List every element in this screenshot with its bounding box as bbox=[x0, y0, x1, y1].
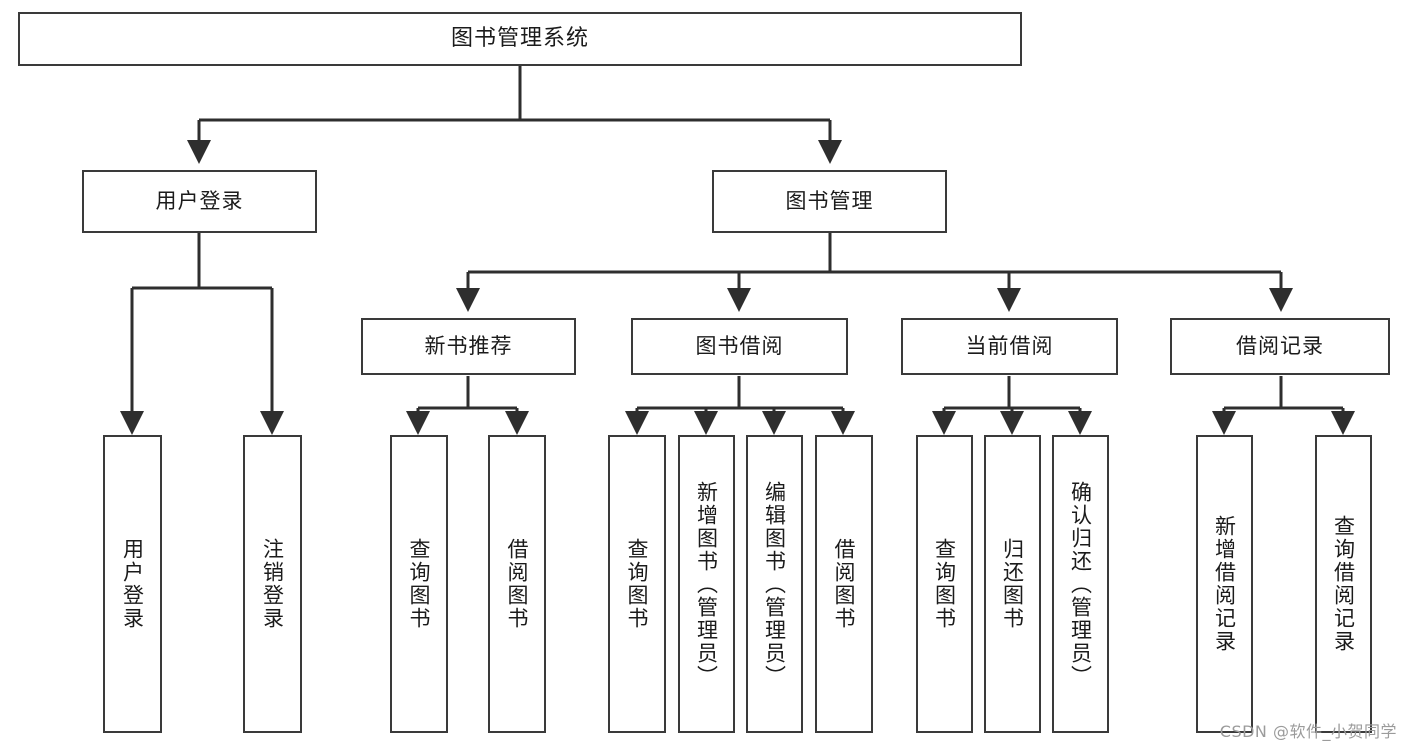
node-label: 新增图书（管理员） bbox=[694, 480, 719, 688]
node-label: 新增借阅记录 bbox=[1212, 515, 1237, 653]
node-label: 图书借阅 bbox=[695, 333, 784, 358]
node-label: 用户登录 bbox=[155, 188, 244, 213]
node-label: 注销登录 bbox=[260, 538, 285, 630]
node-label: 查询借阅记录 bbox=[1331, 515, 1356, 653]
node-label: 查询图书 bbox=[932, 538, 957, 630]
leaf-return-book[interactable]: 归还图书 bbox=[984, 435, 1041, 733]
node-label: 当前借阅 bbox=[965, 333, 1054, 358]
node-label: 借阅图书 bbox=[505, 538, 530, 630]
node-label: 新书推荐 bbox=[424, 333, 513, 358]
node-label: 编辑图书（管理员） bbox=[762, 480, 787, 688]
leaf-query-borrow-record[interactable]: 查询借阅记录 bbox=[1315, 435, 1372, 733]
node-book-management[interactable]: 图书管理 bbox=[712, 170, 947, 233]
node-new-book-recommendation[interactable]: 新书推荐 bbox=[361, 318, 576, 375]
node-label: 查询图书 bbox=[625, 538, 650, 630]
leaf-query-book-recommend[interactable]: 查询图书 bbox=[390, 435, 448, 733]
leaf-query-book-borrow[interactable]: 查询图书 bbox=[608, 435, 666, 733]
leaf-user-login[interactable]: 用户登录 bbox=[103, 435, 162, 733]
leaf-borrow-book[interactable]: 借阅图书 bbox=[815, 435, 873, 733]
node-current-borrowing[interactable]: 当前借阅 bbox=[901, 318, 1118, 375]
leaf-logout[interactable]: 注销登录 bbox=[243, 435, 302, 733]
node-user-login[interactable]: 用户登录 bbox=[82, 170, 317, 233]
node-label: 图书管理系统 bbox=[450, 25, 589, 51]
node-label: 借阅图书 bbox=[832, 538, 857, 630]
leaf-query-book-current[interactable]: 查询图书 bbox=[916, 435, 973, 733]
node-label: 借阅记录 bbox=[1236, 333, 1324, 358]
node-borrow-records[interactable]: 借阅记录 bbox=[1170, 318, 1390, 375]
node-label: 归还图书 bbox=[1000, 538, 1025, 630]
leaf-confirm-return-admin[interactable]: 确认归还（管理员） bbox=[1052, 435, 1109, 733]
leaf-edit-book-admin[interactable]: 编辑图书（管理员） bbox=[746, 435, 803, 733]
node-label: 确认归还（管理员） bbox=[1068, 480, 1093, 688]
leaf-borrow-book-recommend[interactable]: 借阅图书 bbox=[488, 435, 546, 733]
leaf-add-book-admin[interactable]: 新增图书（管理员） bbox=[678, 435, 735, 733]
leaf-add-borrow-record[interactable]: 新增借阅记录 bbox=[1196, 435, 1253, 733]
node-book-borrowing[interactable]: 图书借阅 bbox=[631, 318, 848, 375]
node-root-system[interactable]: 图书管理系统 bbox=[18, 12, 1022, 66]
node-label: 查询图书 bbox=[407, 538, 432, 630]
node-label: 图书管理 bbox=[785, 188, 874, 213]
node-label: 用户登录 bbox=[120, 538, 145, 630]
csdn-watermark: CSDN @软件_小贺同学 bbox=[1219, 722, 1397, 741]
